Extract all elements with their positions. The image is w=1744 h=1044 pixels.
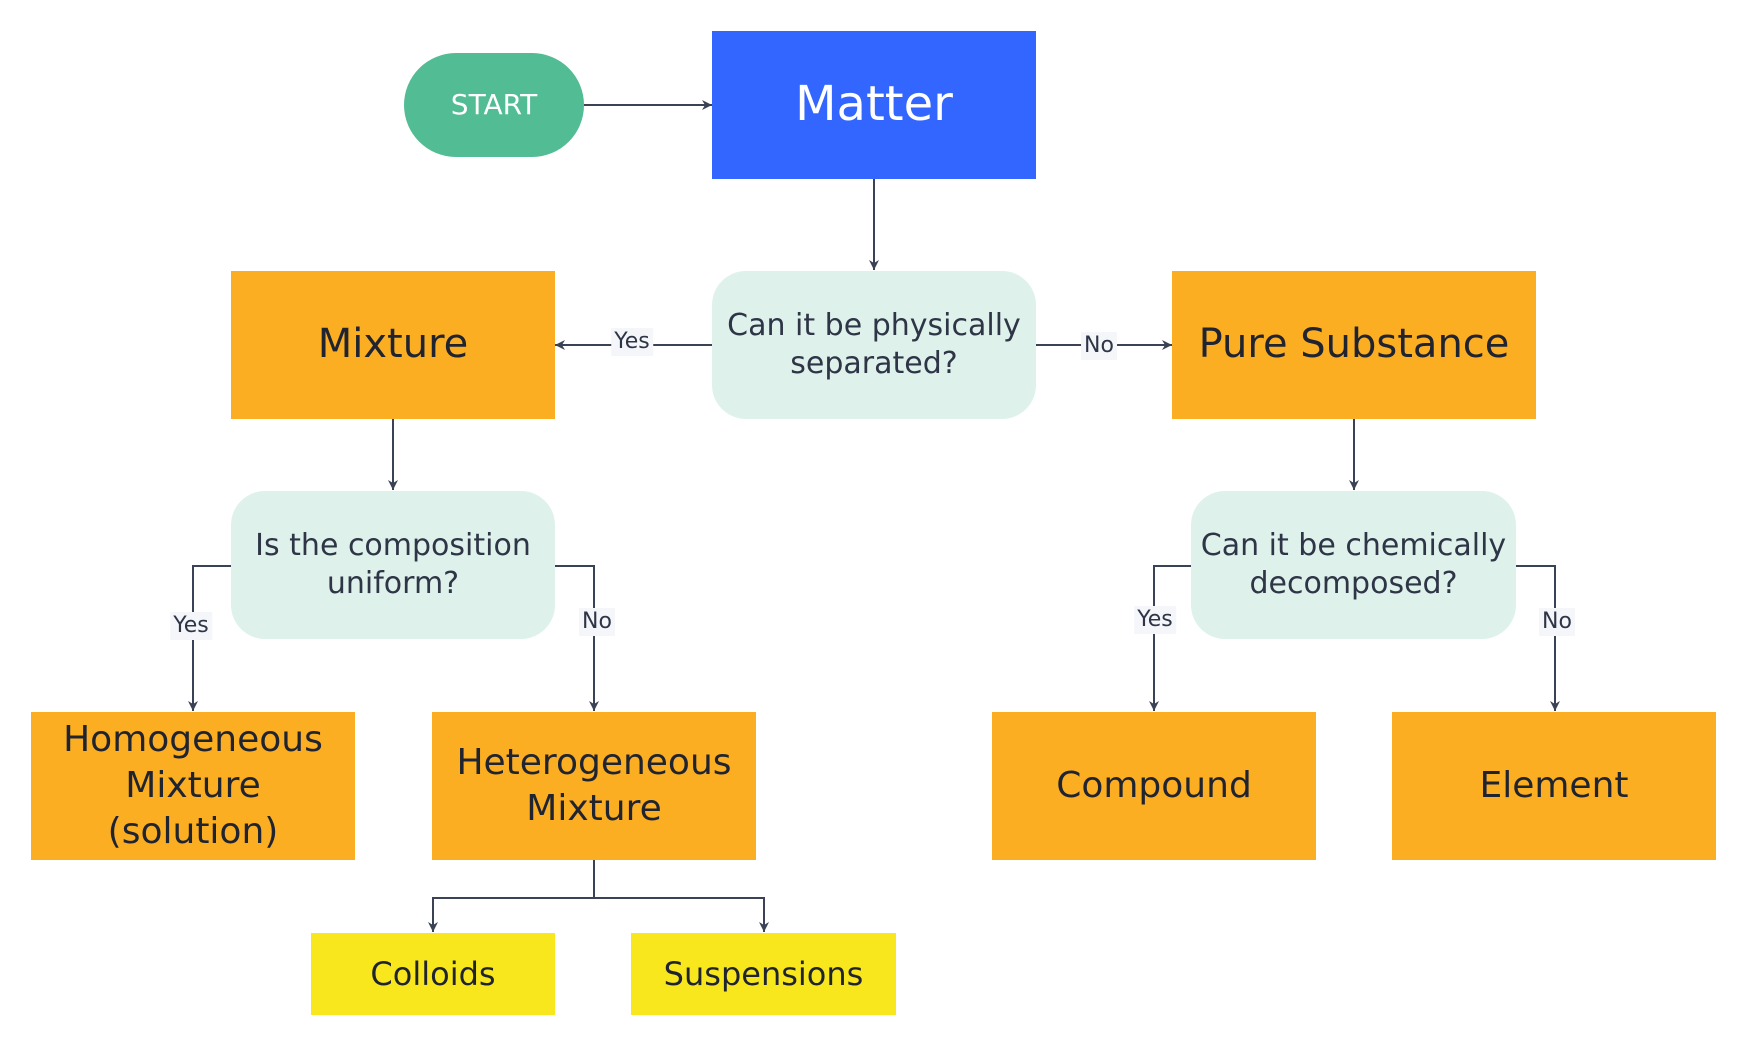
edge-uniform-to-heterogeneous <box>555 565 599 711</box>
colloids-node[interactable]: Colloids <box>311 933 555 1015</box>
edge-label-chemical-yes: Yes <box>1134 606 1176 634</box>
mixture-node[interactable]: Mixture <box>231 271 555 419</box>
heterogeneous-mixture-node[interactable]: Heterogeneous Mixture <box>432 712 756 860</box>
edge-label-physical-no: No <box>1081 332 1117 360</box>
chemically-decomposed-decision[interactable]: Can it be chemically decomposed? <box>1191 491 1516 639</box>
compound-node[interactable]: Compound <box>992 712 1316 860</box>
element-node[interactable]: Element <box>1392 712 1716 860</box>
composition-uniform-decision[interactable]: Is the composition uniform? <box>231 491 555 639</box>
physically-separated-decision[interactable]: Can it be physically separated? <box>712 271 1036 419</box>
edge-label-uniform-no: No <box>579 608 615 636</box>
edge-chemical-to-element <box>1516 565 1560 711</box>
edge-label-physical-yes: Yes <box>611 328 653 356</box>
edge-heterogeneous-to-suspensions <box>594 897 769 932</box>
edge-uniform-to-homogeneous <box>188 565 231 711</box>
pure-substance-node[interactable]: Pure Substance <box>1172 271 1536 419</box>
start-terminal[interactable]: START <box>404 53 584 157</box>
edge-heterogeneous-to-colloids <box>428 860 595 932</box>
homogeneous-mixture-node[interactable]: Homogeneous Mixture (solution) <box>31 712 355 860</box>
edge-label-uniform-yes: Yes <box>170 612 212 640</box>
suspensions-node[interactable]: Suspensions <box>631 933 896 1015</box>
edge-chemical-to-compound <box>1149 565 1191 711</box>
edge-label-chemical-no: No <box>1539 608 1575 636</box>
matter-node[interactable]: Matter <box>712 31 1036 179</box>
